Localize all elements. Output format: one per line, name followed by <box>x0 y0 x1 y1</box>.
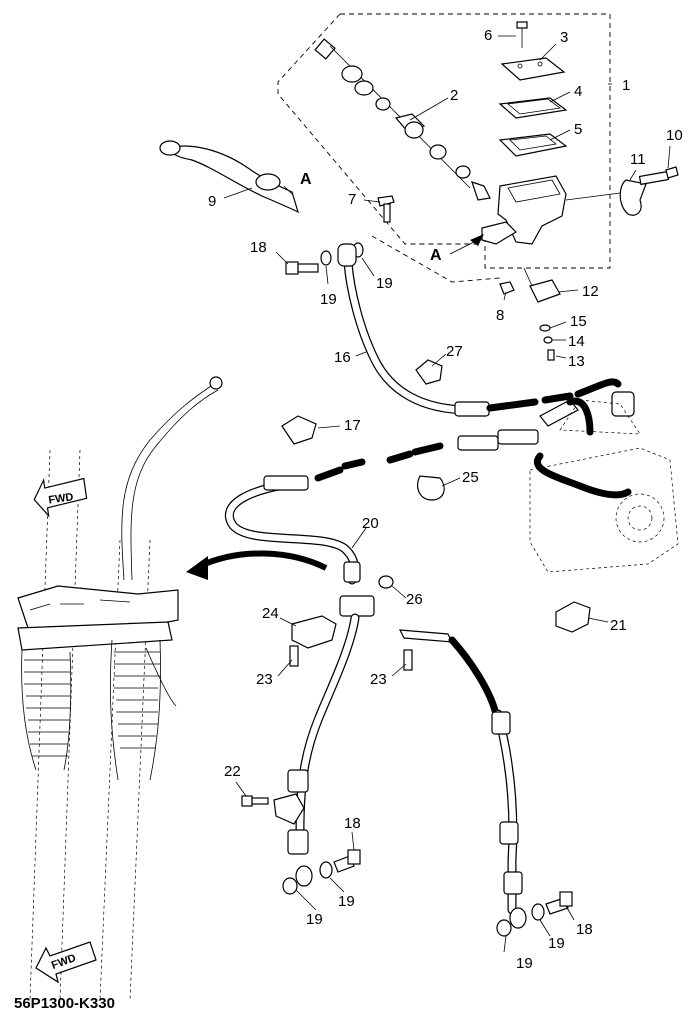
callout-7: 7 <box>348 191 356 208</box>
detail-letter-a-lever: A <box>300 171 312 188</box>
catalog-code: 56P1300-K330 <box>14 995 115 1012</box>
hose-joint-block <box>339 575 394 617</box>
handlebar-holder <box>619 166 679 216</box>
callout-14: 14 <box>568 333 585 350</box>
hose-clamp-27 <box>415 359 443 385</box>
callout-18-right: 18 <box>576 921 593 938</box>
direction-arrow <box>186 550 328 580</box>
brake-hose-lower-left <box>273 613 360 887</box>
callout-18-left: 18 <box>344 815 361 832</box>
lever-nut <box>499 281 515 295</box>
master-cylinder-body <box>481 175 629 245</box>
callout-24: 24 <box>262 605 279 622</box>
brake-light-switch <box>523 267 561 361</box>
callout-15: 15 <box>570 313 587 330</box>
callout-19-b: 19 <box>376 275 393 292</box>
front-fork-view <box>17 376 223 1001</box>
callout-3: 3 <box>560 29 568 46</box>
callout-17: 17 <box>344 417 361 434</box>
brake-hose-lower-right <box>398 629 527 929</box>
pivot-bolt <box>377 195 395 223</box>
piston-kit-parts <box>314 38 491 201</box>
callout-11: 11 <box>630 151 646 168</box>
fwd-label-top: FWD <box>48 491 75 506</box>
callout-26: 26 <box>406 591 423 608</box>
callout-2: 2 <box>450 87 458 104</box>
callout-21: 21 <box>610 617 627 634</box>
callout-27: 27 <box>446 343 463 360</box>
callout-19-f: 19 <box>548 935 565 952</box>
callout-19-e: 19 <box>516 955 533 972</box>
callout-19-c: 19 <box>306 911 323 928</box>
callout-18-top: 18 <box>250 239 267 256</box>
hose-clamp-21 <box>555 601 591 633</box>
bracket-bolts <box>289 645 413 671</box>
callout-19-a: 19 <box>320 291 337 308</box>
callout-16: 16 <box>334 349 351 366</box>
callout-23-right: 23 <box>370 671 387 688</box>
hose-clamp-17 <box>281 415 317 445</box>
callout-4: 4 <box>574 83 582 100</box>
callout-10: 10 <box>666 127 683 144</box>
master-cylinder-group-box <box>277 13 611 283</box>
fwd-arrow-top: FWD <box>33 477 88 518</box>
leader-lines <box>223 35 671 953</box>
brake-lever <box>159 140 299 214</box>
reservoir-cap-parts <box>498 21 568 157</box>
hose-clamp-25 <box>417 475 445 501</box>
detail-letter-a-body: A <box>430 247 442 264</box>
lower-right-banjo-bolt <box>496 891 573 937</box>
callout-1: 1 <box>622 77 630 94</box>
callout-20: 20 <box>362 515 379 532</box>
fwd-arrow-bottom: FWD <box>35 941 97 984</box>
callout-9: 9 <box>208 193 216 210</box>
brake-hose-upper <box>337 243 635 417</box>
callout-5: 5 <box>574 121 582 138</box>
upper-banjo-bolt <box>285 242 364 275</box>
callout-12: 12 <box>582 283 599 300</box>
hose-bracket <box>291 615 337 649</box>
lower-left-banjo-bolt <box>282 849 361 895</box>
brake-hose-middle <box>225 397 632 585</box>
callout-19-d: 19 <box>338 893 355 910</box>
callout-22: 22 <box>224 763 241 780</box>
callout-6: 6 <box>484 27 492 44</box>
lower-bolt-22 <box>241 795 269 807</box>
callout-numbers: 1 2 3 4 5 6 7 8 9 10 11 12 13 14 15 16 1… <box>208 27 683 972</box>
callout-13: 13 <box>568 353 585 370</box>
callout-25: 25 <box>462 469 479 486</box>
caliper-ghost <box>529 399 679 573</box>
callout-23-left: 23 <box>256 671 273 688</box>
callout-8: 8 <box>496 307 504 324</box>
